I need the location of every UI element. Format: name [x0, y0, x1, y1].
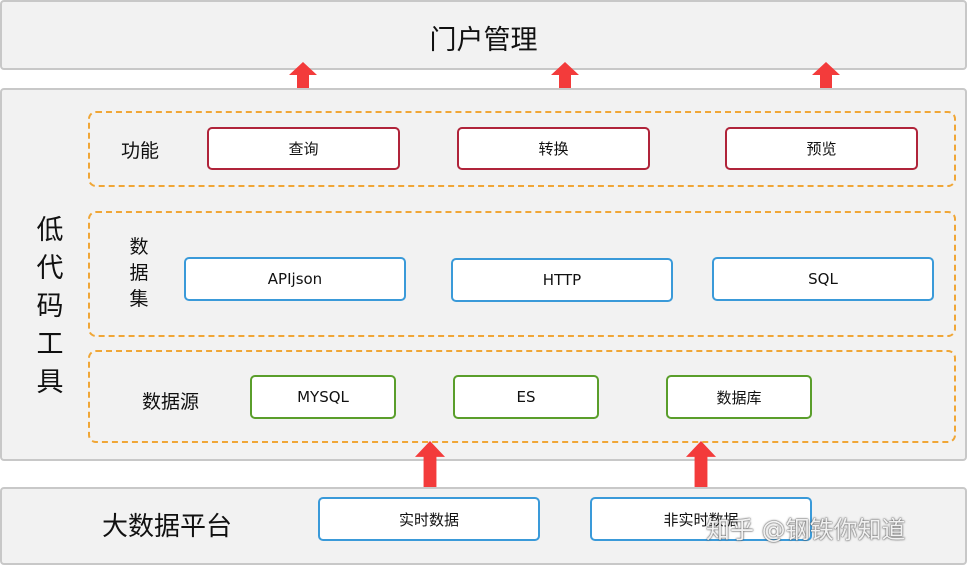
arrow-up-icon — [551, 62, 579, 98]
transform-box: 转换 — [457, 127, 650, 170]
portal-panel: 门户管理 — [0, 0, 967, 70]
lowcode-title-char: 低 — [36, 215, 64, 246]
es-box: ES — [453, 375, 599, 419]
mysql-box: MYSQL — [250, 375, 396, 419]
database-box: 数据库 — [666, 375, 812, 419]
non-realtime-data-box: 非实时数据 — [590, 497, 812, 541]
bigdata-title: 大数据平台 — [102, 512, 233, 542]
datasource-row-label: 数据源 — [142, 391, 200, 413]
lowcode-title-char: 具 — [36, 367, 64, 398]
watermark: 知乎 @钢铁你知道 — [706, 510, 906, 545]
sql-box: SQL — [712, 257, 934, 301]
arrow-up-icon — [686, 441, 716, 493]
query-box: 查询 — [207, 127, 400, 170]
apijson-box: APIjson — [184, 257, 406, 301]
arrow-up-icon — [415, 441, 445, 493]
function-row-label: 功能 — [121, 140, 160, 162]
dataset-row-label: 数 据 集 — [124, 234, 154, 312]
http-box: HTTP — [451, 258, 673, 302]
realtime-data-box: 实时数据 — [318, 497, 540, 541]
lowcode-title-char: 码 — [36, 291, 64, 322]
lowcode-title-char: 代 — [36, 253, 64, 284]
datasource-row — [88, 350, 956, 443]
dataset-row — [88, 211, 956, 337]
lowcode-title: 低 代 码 工 具 — [32, 212, 68, 402]
arrow-up-icon — [812, 62, 840, 98]
dataset-label-char: 据 — [129, 262, 149, 284]
dataset-label-char: 集 — [129, 288, 149, 310]
dataset-label-char: 数 — [129, 236, 149, 258]
preview-box: 预览 — [725, 127, 918, 170]
arrow-up-icon — [289, 62, 317, 98]
portal-title: 门户管理 — [429, 25, 538, 56]
lowcode-title-char: 工 — [36, 329, 64, 360]
function-row — [88, 111, 956, 187]
watermark-text: 知乎 @钢铁你知道 — [706, 516, 906, 544]
